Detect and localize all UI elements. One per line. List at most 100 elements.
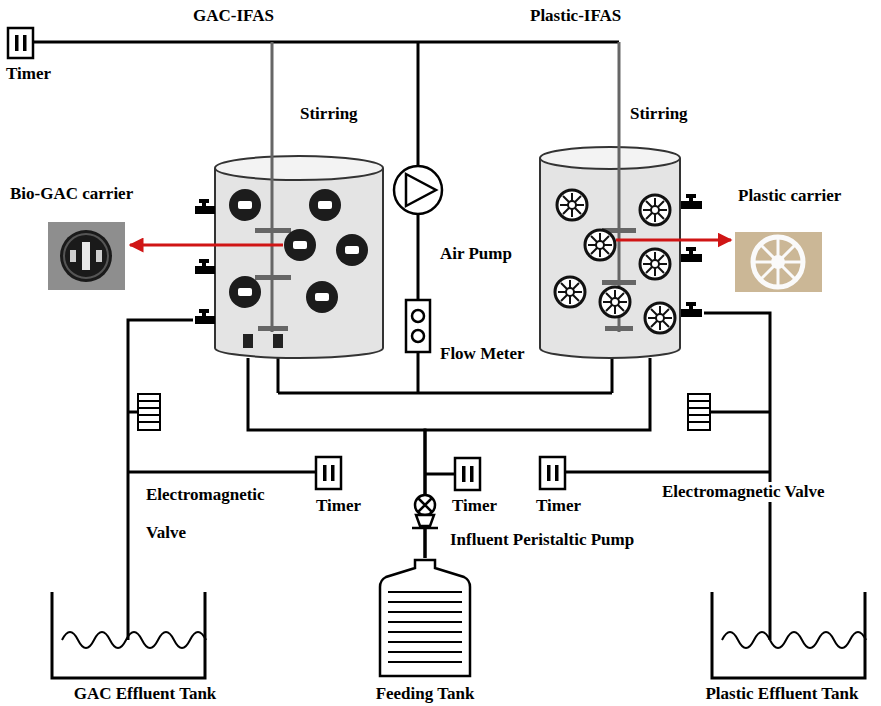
reactor: GAC-IFAS	[193, 6, 385, 358]
timer-symbol	[323, 465, 327, 481]
component-label: Electromagnetic Valve	[146, 476, 296, 552]
valve-tap	[680, 201, 702, 209]
valve-tap	[689, 302, 693, 310]
stirrer	[602, 280, 636, 285]
timer-symbol	[15, 35, 19, 51]
wire	[417, 352, 420, 393]
reactor: Plastic-IFAS	[530, 6, 704, 358]
carrier-photo	[82, 242, 90, 270]
plastic-carrier	[566, 288, 574, 296]
wire	[128, 471, 316, 474]
reactor-vessel	[540, 147, 680, 358]
electromagnetic-valve-symbol	[138, 394, 710, 430]
wire	[277, 358, 280, 393]
effluent-tank	[52, 592, 205, 678]
wire	[565, 471, 770, 474]
plastic-carrier	[611, 298, 619, 306]
timer-symbol	[555, 465, 559, 481]
tank: GAC Effluent Tank	[45, 588, 245, 704]
reactor-vessel	[215, 156, 383, 180]
plastic-carrier	[558, 280, 582, 304]
pipe-line	[248, 358, 425, 558]
peristaltic-pump-symbol	[415, 495, 435, 515]
bio-gac-carrier	[229, 276, 261, 308]
timer-symbol	[316, 457, 341, 489]
tank: Plastic Effluent Tank	[684, 588, 880, 704]
reactor-vessel	[215, 168, 383, 358]
tank: Feeding Tank	[358, 558, 492, 704]
timer-symbol	[470, 466, 474, 482]
pointer-arrow	[616, 239, 731, 242]
peristaltic-pump-symbol	[416, 515, 434, 526]
wire	[710, 411, 770, 414]
wire	[417, 42, 420, 166]
plastic-carrier	[566, 201, 664, 322]
component-label: Plastic carrier	[738, 186, 841, 206]
electromagnetic-valve-symbol	[688, 394, 710, 430]
component-label: Timer	[6, 64, 51, 84]
pipe-line	[128, 320, 193, 588]
bio-gac-carrier	[345, 246, 359, 254]
tank-label: Plastic Effluent Tank	[705, 684, 858, 704]
plastic-carrier	[568, 201, 576, 209]
carrier-photo	[48, 222, 125, 290]
carrier-photo	[96, 250, 102, 262]
wire	[425, 473, 455, 476]
wire	[417, 214, 420, 300]
flow-meter-symbol	[406, 300, 430, 352]
component-label: Timer	[452, 496, 497, 516]
diffuser	[243, 334, 253, 348]
valve-tap	[202, 309, 206, 317]
bio-gac-carrier	[238, 288, 252, 296]
feeding-tank	[388, 592, 462, 662]
timer-symbol	[540, 457, 565, 489]
stirrer	[255, 275, 291, 280]
plastic-carrier	[555, 277, 585, 307]
timer-symbol	[455, 458, 480, 490]
timer-symbol	[316, 457, 565, 490]
effluent-tank	[722, 632, 866, 648]
stirrer	[258, 326, 288, 331]
component-label: Timer	[536, 496, 581, 516]
bio-gac-carrier	[238, 201, 252, 209]
stirrer	[271, 42, 274, 332]
flow-meter-symbol	[412, 310, 424, 322]
component-label: Flow Meter	[440, 344, 524, 364]
stirrer	[255, 228, 291, 233]
wire	[33, 41, 619, 44]
valve-tap	[680, 309, 702, 317]
plastic-carrier	[640, 195, 670, 225]
component-label: Electromagnetic Valve	[660, 482, 827, 502]
flow-meter-symbol	[412, 330, 424, 342]
pipe-line	[704, 313, 770, 588]
plastic-carrier	[651, 206, 659, 214]
carrier-photo	[735, 232, 822, 292]
component-label: Bio-GAC carrier	[10, 184, 133, 204]
timer-symbol	[331, 465, 335, 481]
component-label: Stirring	[300, 104, 358, 124]
stirrer	[605, 326, 633, 331]
carrier-photo	[64, 234, 108, 278]
diffuser	[273, 334, 283, 348]
electromagnetic-valve-symbol	[688, 401, 710, 422]
plastic-carrier	[560, 193, 584, 217]
carrier-photo	[70, 250, 76, 262]
plastic-carrier	[651, 260, 659, 268]
valve-tap	[195, 206, 215, 214]
valve-tap	[680, 254, 702, 262]
peristaltic-pump-symbol	[412, 527, 438, 530]
wire	[127, 588, 130, 640]
reactor-vessel	[540, 147, 680, 169]
timer-symbol	[462, 466, 466, 482]
valve-tap	[195, 316, 215, 324]
air-pump-symbol	[394, 166, 442, 214]
carrier-photo	[753, 237, 803, 287]
pipe-line	[425, 358, 650, 558]
timer-symbol	[8, 28, 33, 58]
bio-gac-carrier	[293, 241, 307, 249]
effluent-tank	[62, 632, 206, 648]
reactor-vessel	[215, 156, 383, 358]
plastic-carrier	[557, 190, 587, 220]
peristaltic-pump-symbol	[418, 498, 432, 512]
